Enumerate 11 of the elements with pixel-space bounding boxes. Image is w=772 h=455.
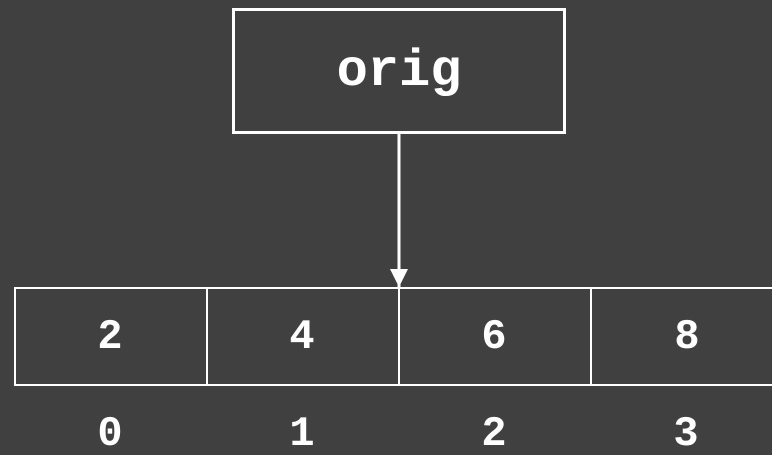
- index-label: 2: [480, 413, 508, 455]
- arrow: [390, 134, 408, 287]
- variable-box: orig: [232, 8, 566, 134]
- index-label: 1: [288, 413, 316, 455]
- array-cell: 2: [14, 289, 208, 384]
- array-cell: 4: [206, 289, 400, 384]
- index-label: 0: [96, 413, 124, 455]
- array-box: [14, 287, 772, 386]
- array-cell: 6: [398, 289, 592, 384]
- array-cell: 8: [590, 289, 772, 384]
- index-label: 3: [672, 413, 700, 455]
